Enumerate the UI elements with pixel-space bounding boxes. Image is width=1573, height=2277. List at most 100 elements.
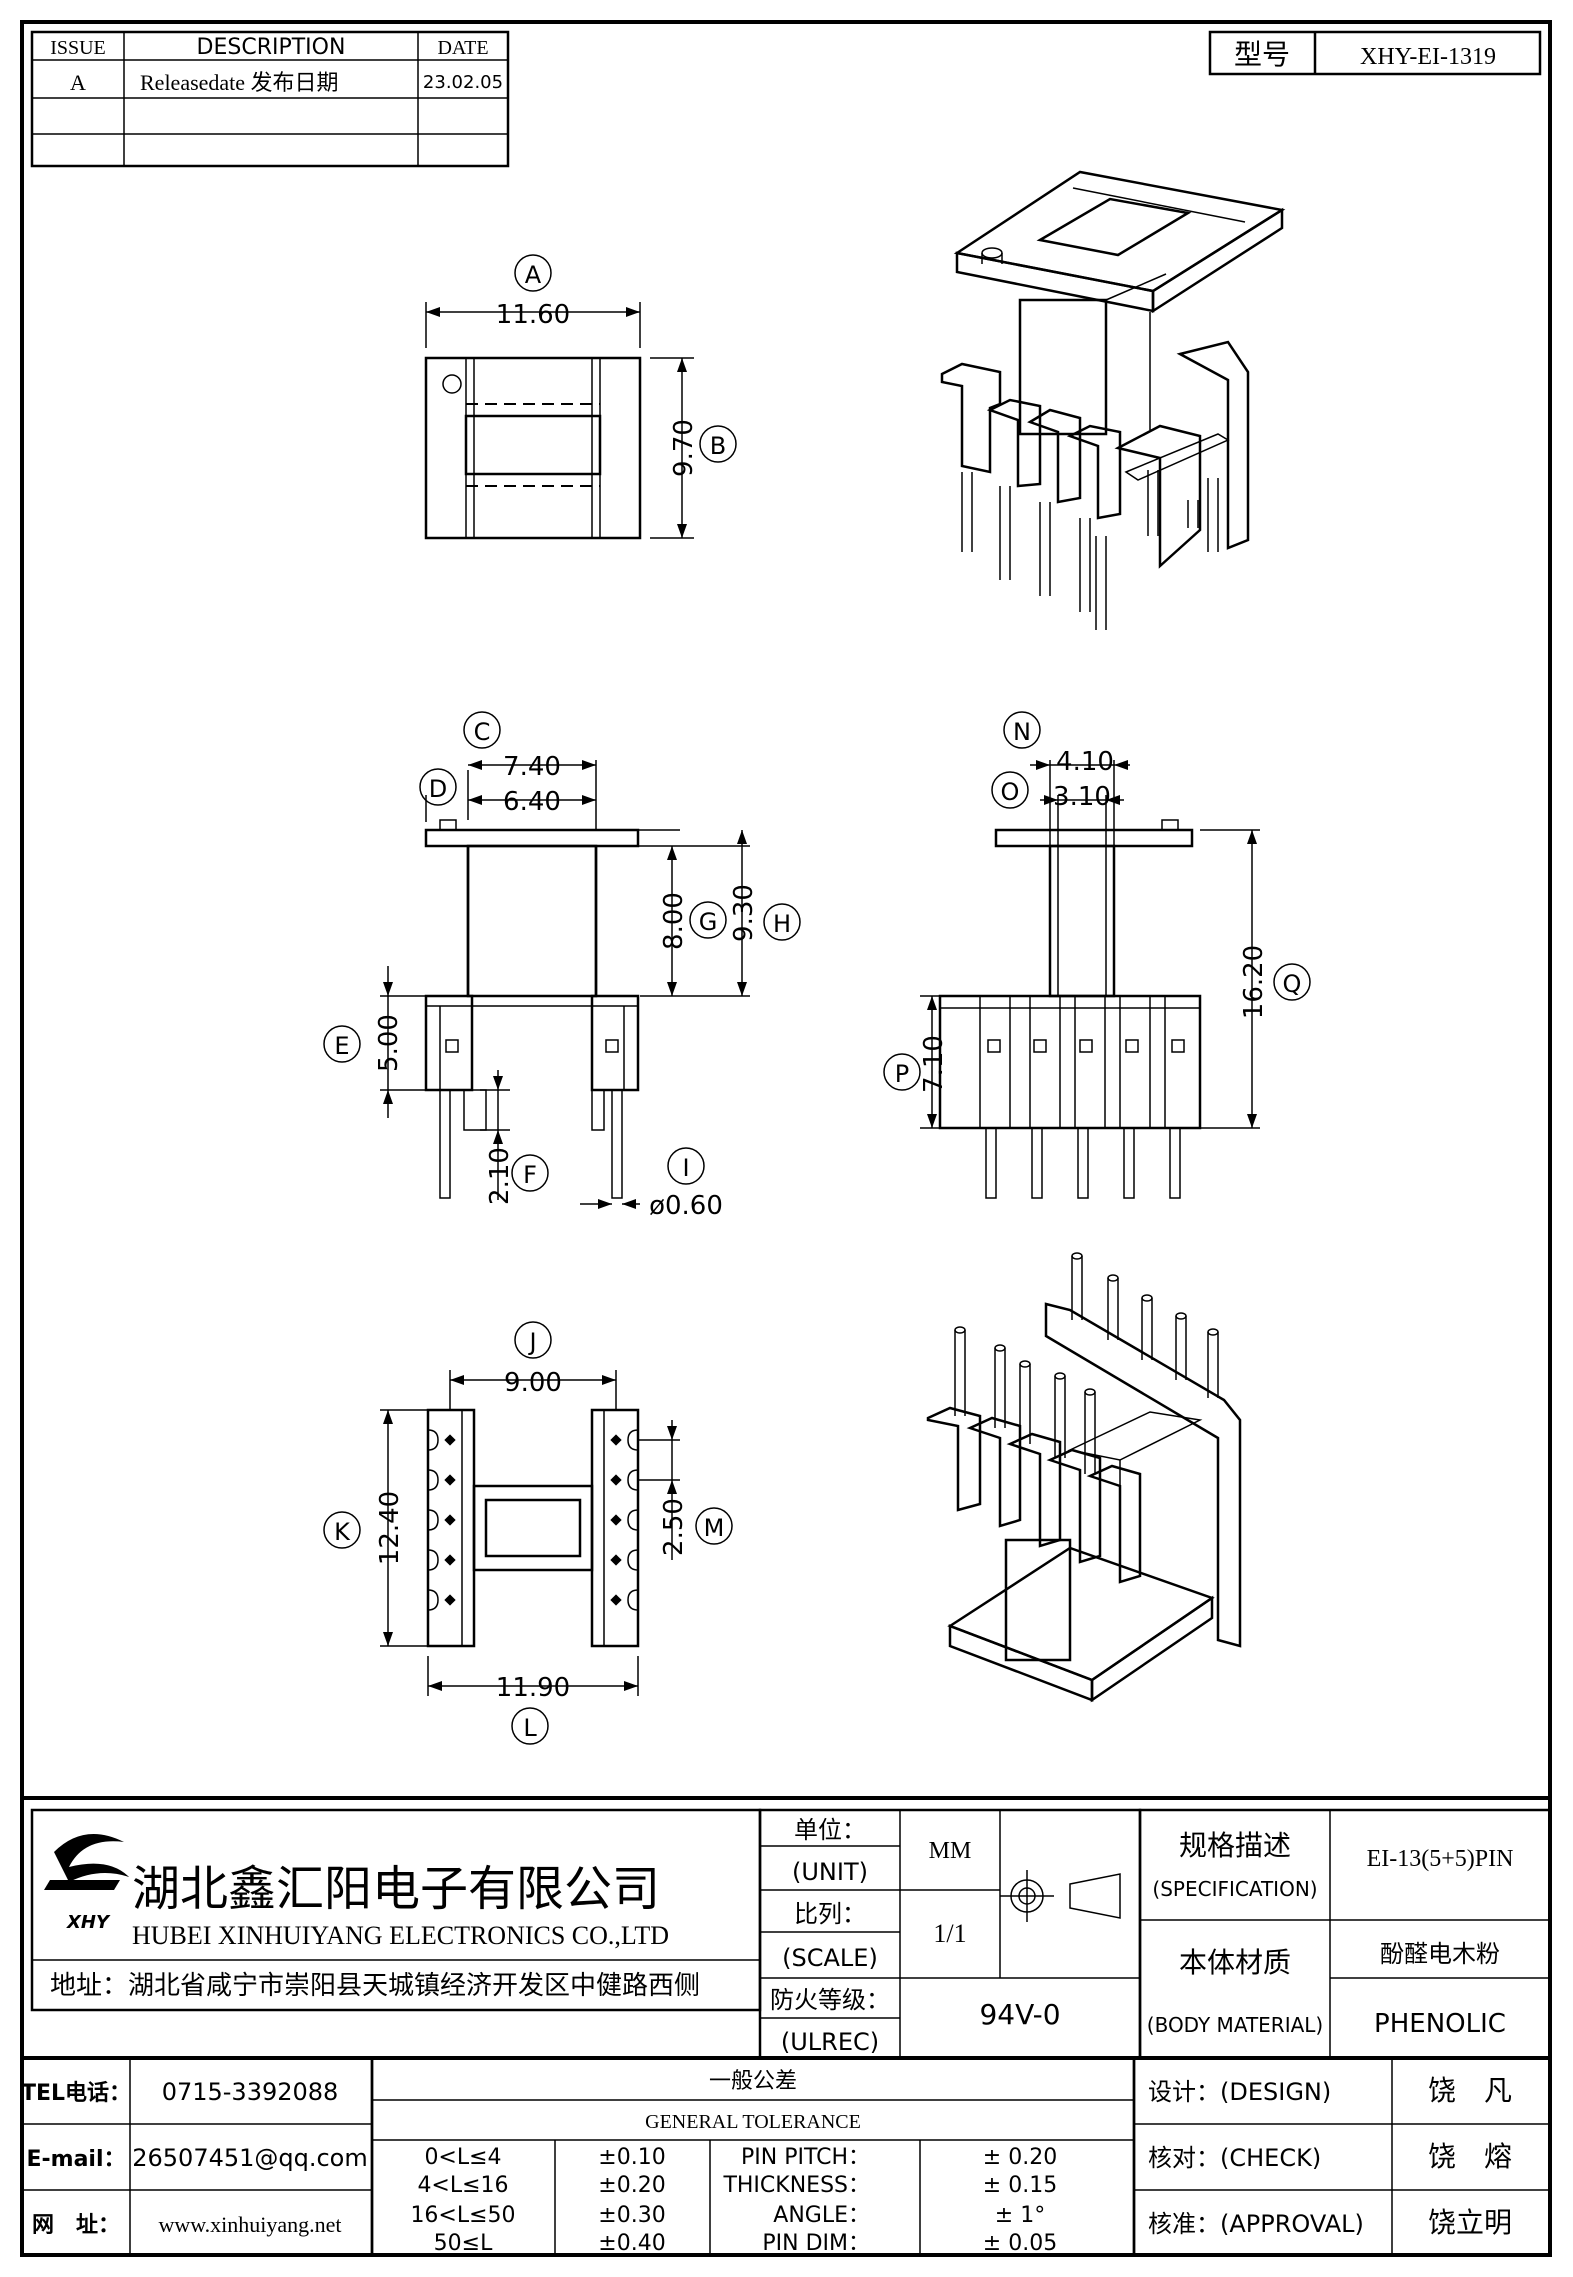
dim-b-value: 9.70 [669,419,699,477]
dim-h-letter: H [773,910,791,938]
email-value: 26507451@qq.com [132,2144,368,2172]
dim-h-value: 9.30 [729,884,759,942]
material-value-cn: 酚醛电木粉 [1380,1941,1500,1968]
dim-d-value: 6.40 [503,787,561,817]
approval-name: 饶立明 [1428,2207,1512,2239]
dim-i-value: ø0.60 [649,1191,723,1221]
range-2: 4<L≤16 [417,2173,508,2198]
dim-q-value: 16.20 [1239,945,1269,1019]
dim-k-value: 12.40 [375,1491,405,1565]
date-header: DATE [437,37,488,59]
dim-m-value: 2.50 [659,1498,689,1556]
dim-c-value: 7.40 [503,752,561,782]
special-1: PIN PITCH： [741,2145,870,2170]
special-tol-2: ± 0.15 [983,2173,1057,2198]
model-box: 型号 XHY-EI-1319 [1208,30,1542,76]
check-label: 核对：(CHECK) [1148,2144,1321,2172]
special-tol-4: ± 0.05 [983,2231,1057,2256]
tel-label: TEL电话： [21,2081,131,2106]
dim-f-letter: F [523,1161,537,1189]
special-tol-1: ± 0.20 [983,2145,1057,2170]
dim-g-value: 8.00 [659,892,689,950]
range-tol-4: ±0.40 [598,2231,665,2256]
top-view: 11.60 A 9.70 B [424,254,737,540]
front-view: 7.40 C 6.40 D 8.00 G 9.30 H 5.00 [323,711,801,1221]
tel-value: 0715-3392088 [162,2078,339,2106]
issue-header: ISSUE [50,37,106,59]
model-label: 型号 [1234,38,1290,71]
dim-q-letter: Q [1283,970,1302,998]
company-name-cn: 湖北鑫汇阳电子有限公司 [132,1863,660,1916]
range-tol-2: ±0.20 [598,2173,665,2198]
tolerance-specials: PIN PITCH： THICKNESS： ANGLE： PIN DIM： ± … [722,2145,1057,2256]
web-label: 网 址： [32,2213,120,2238]
special-tol-3: ± 1° [995,2203,1045,2228]
email-label: E-mail： [26,2147,125,2172]
material-label-en: (BODY MATERIAL) [1147,2013,1323,2037]
scale-label-en: (SCALE) [782,1944,878,1972]
dim-p-letter: P [895,1060,909,1088]
special-3: ANGLE： [773,2203,870,2228]
check-name: 饶 熔 [1428,2141,1512,2173]
design-label: 设计：(DESIGN) [1148,2078,1331,2106]
revision-table: ISSUE DESCRIPTION DATE A Releasedate 发布日… [30,30,510,168]
spec-label-cn: 规格描述 [1179,1829,1291,1862]
dim-j-value: 9.00 [504,1368,562,1398]
dim-e-value: 5.00 [374,1014,404,1072]
tolerance-title-cn: 一般公差 [709,2069,797,2094]
dim-a-letter: A [525,261,542,289]
dim-o-letter: O [1001,778,1020,806]
pin1-marker [442,374,462,394]
dim-e-letter: E [334,1032,349,1060]
range-3: 16<L≤50 [410,2203,515,2228]
dim-l-letter: L [523,1714,537,1742]
dim-g-letter: G [699,908,718,936]
range-1: 0<L≤4 [424,2145,501,2170]
unit-label-en: (UNIT) [792,1858,868,1886]
bottom-view: 9.00 J 12.40 K 11.90 L 2.50 M [323,1321,733,1745]
dim-j-letter: J [527,1328,536,1356]
material-value-en: PHENOLIC [1374,2009,1506,2039]
dim-l-value: 11.90 [496,1673,570,1703]
company-logo: XHY [44,1834,129,1933]
special-4: PIN DIM： [762,2231,870,2256]
issue-value: A [70,70,86,95]
range-tol-1: ±0.10 [598,2145,665,2170]
tolerance-ranges: 0<L≤4 4<L≤16 16<L≤50 50≤L ±0.10 ±0.20 ±0… [410,2145,665,2256]
fire-label-en: (ULREC) [781,2028,879,2056]
dim-p-value: 7.10 [919,1035,949,1093]
description-value: Releasedate 发布日期 [140,70,339,95]
material-label-cn: 本体材质 [1179,1946,1291,1979]
spec-label-en: (SPECIFICATION) [1152,1877,1317,1901]
dim-o-value: 3.10 [1053,782,1111,812]
tolerance-title-en: GENERAL TOLERANCE [645,2111,861,2133]
fire-value: 94V-0 [979,1998,1060,2031]
description-header: DESCRIPTION [197,35,346,60]
iso-view-bottom [926,1252,1242,1703]
dim-k-letter: K [334,1518,351,1546]
dim-f-value: 2.10 [485,1147,515,1205]
approval-label: 核准：(APPROVAL) [1148,2210,1364,2238]
design-name: 饶 凡 [1428,2075,1512,2107]
scale-value: 1/1 [933,1919,966,1948]
dim-m-letter: M [704,1514,725,1542]
dim-i-letter: I [682,1154,689,1182]
company-address: 地址：湖北省咸宁市崇阳县天城镇经济开发区中健路西侧 [50,1971,700,2000]
iso-view-top [940,170,1286,630]
dim-n-value: 4.10 [1056,747,1114,777]
unit-label-cn: 单位： [794,1816,866,1844]
special-2: THICKNESS： [722,2173,870,2198]
dim-d-letter: D [429,775,447,803]
svg-text:XHY: XHY [66,1912,111,1933]
range-4: 50≤L [434,2231,493,2256]
dim-c-letter: C [474,718,491,746]
scale-label-cn: 比列： [794,1900,866,1928]
title-block: XHY 湖北鑫汇阳电子有限公司 HUBEI XINHUIYANG ELECTRO… [20,1796,1552,2257]
unit-value: MM [929,1838,972,1864]
web-value: www.xinhuiyang.net [158,2212,341,2237]
projection-symbol-icon [1000,1870,1121,1922]
spec-value: EI-13(5+5)PIN [1367,1846,1514,1872]
model-value: XHY-EI-1319 [1360,44,1496,70]
side-view: 4.10 N 3.10 O 16.20 Q 7.10 P [883,711,1311,1199]
